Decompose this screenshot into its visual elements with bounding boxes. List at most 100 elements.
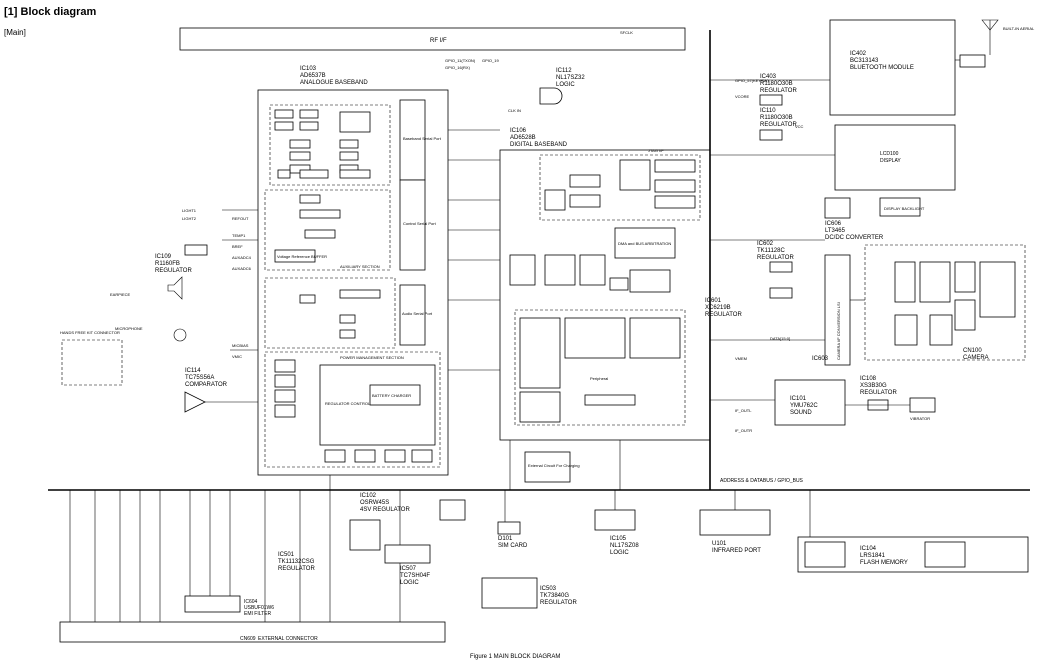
- ic108-desc: REGULATOR: [860, 390, 897, 396]
- ic104-desc: FLASH MEMORY: [860, 560, 908, 566]
- svg-text:GPIO_16(RX): GPIO_16(RX): [445, 65, 471, 70]
- vibrator-desc: VIBRATOR: [910, 416, 930, 421]
- svg-text:VMEM: VMEM: [735, 356, 747, 361]
- ic114-part: TC75S56A: [185, 375, 214, 381]
- audio-section: [264, 277, 396, 349]
- ic604-desc: EMI FILTER: [244, 611, 272, 617]
- ic606-desc: DC/DC CONVERTER: [825, 235, 884, 241]
- keypad-block: [349, 519, 381, 551]
- svg-text:GPIO_19: GPIO_19: [482, 58, 499, 63]
- ic108-part: XS3B30G: [860, 383, 887, 389]
- right-signal-labels: GPIO_57(KEYSW) VCORE VCC DATA[15:0] VMEM…: [735, 78, 804, 433]
- ic112-desc: LOGIC: [556, 82, 575, 88]
- svg-text:GPIO_11(TXON): GPIO_11(TXON): [445, 58, 476, 63]
- ic403-part: R1180O30B: [760, 81, 793, 87]
- ic604-part: USBUF01W6: [244, 605, 274, 611]
- aux-section-label: AUXILIARY SECTION: [340, 264, 380, 269]
- ic501-desc: REGULATOR: [278, 566, 315, 572]
- voltage-ref-label: Voltage Reference BUFFER: [277, 254, 327, 259]
- ic403-ref: IC403: [760, 74, 777, 80]
- ic602-part: TK11128C: [757, 248, 785, 254]
- backlight-label: DISPLAY BACKLIGHT: [884, 206, 925, 211]
- ic503-desc: REGULATOR: [540, 600, 577, 606]
- lcd-block: [834, 124, 956, 191]
- ic106-ref: IC106: [510, 128, 527, 134]
- ic112-part: NL17SZ32: [556, 75, 585, 81]
- ic104-ref: IC104: [860, 546, 877, 552]
- ic503-part: TK73840G: [540, 593, 569, 599]
- svg-text:GPIO_57(KEYSW): GPIO_57(KEYSW): [735, 78, 769, 83]
- voltage-ref-box: [274, 249, 316, 263]
- ic603-block: [824, 254, 851, 366]
- ic105-part: NL17SZ08: [610, 543, 639, 549]
- ic110-desc: REGULATOR: [760, 122, 797, 128]
- microphone-icon: [173, 328, 187, 342]
- ic114-desc: COMPARATOR: [185, 382, 228, 388]
- bb-section: [269, 104, 391, 186]
- cn609-desc: EXTERNAL CONNECTOR: [258, 636, 318, 642]
- ic101-block: [774, 379, 846, 426]
- ic507-ref: IC507: [400, 566, 417, 572]
- svg-text:LIGHT2: LIGHT2: [182, 216, 197, 221]
- svg-text:LIGHT1: LIGHT1: [182, 208, 197, 213]
- ic106-desc: DIGITAL BASEBAND: [510, 142, 568, 148]
- ic603-ref: IC603: [812, 356, 829, 362]
- svg-text:SFCLK: SFCLK: [620, 30, 633, 35]
- section-title: [1] Block diagram: [4, 6, 97, 18]
- wires: [205, 59, 960, 537]
- control-serial-label: Control Serial Port: [403, 221, 437, 226]
- ic402-desc: BLUETOOTH MODULE: [850, 65, 914, 71]
- comparator-icon: [184, 391, 206, 413]
- left-signal-labels: LIGHT1 LIGHT2 REFOUT TEMP1 BREF AUXADC4 …: [182, 208, 252, 359]
- jk101-block: [61, 339, 123, 386]
- svg-text:JTAG I/F: JTAG I/F: [648, 148, 664, 153]
- ic101-ref: IC101: [790, 396, 807, 402]
- aux-section: [264, 189, 391, 271]
- power-mgmt-section: [264, 351, 441, 468]
- ic103-ref: IC103: [300, 66, 317, 72]
- ic114-ref: IC114: [185, 368, 201, 374]
- svg-text:MICBIAS: MICBIAS: [232, 343, 249, 348]
- peripheral-label: Peripheral: [590, 376, 608, 381]
- d101-desc: SIM CARD: [498, 543, 528, 549]
- sp100-desc: EARPIECE: [110, 292, 131, 297]
- backlight-block: [879, 197, 921, 217]
- control-serial-port: [399, 179, 426, 271]
- ic402-block: [829, 19, 956, 116]
- peripheral-section: [514, 309, 686, 426]
- ic112-ref: IC112: [556, 68, 572, 74]
- ic503-ref: IC503: [540, 586, 557, 592]
- rf-if-bus-box: [179, 27, 686, 51]
- ic402-part: BC313143: [850, 58, 879, 64]
- subsection-label: [Main]: [4, 28, 26, 37]
- ic105-ref: IC105: [610, 536, 627, 542]
- svg-text:DATA[15:0]: DATA[15:0]: [770, 336, 790, 341]
- regulator-control-label: REGULATOR CONTROL: [325, 401, 371, 406]
- ic601-part: XC6219B: [705, 305, 731, 311]
- camera-section: [864, 244, 1026, 361]
- ic102-ref: IC102: [360, 493, 377, 499]
- ic604-ref: IC604: [244, 599, 258, 605]
- ic507-part: TC7SH04F: [400, 573, 430, 579]
- ic503-block: [481, 577, 538, 609]
- svg-text:IF_OUTL: IF_OUTL: [735, 408, 752, 413]
- cn100-desc: CAMERA: [963, 355, 989, 361]
- ic602-desc: REGULATOR: [757, 255, 794, 261]
- ic109-ref: IC109: [155, 254, 172, 260]
- charging-circuit-block: [524, 451, 571, 483]
- ic604-block: [184, 595, 241, 613]
- ic105-desc: LOGIC: [610, 550, 629, 556]
- svg-text:AUXADC4: AUXADC4: [232, 255, 252, 260]
- svg-text:VCC: VCC: [795, 124, 804, 129]
- d101-ref: D101: [498, 536, 513, 542]
- ic101-part: YMU762C: [790, 403, 818, 409]
- top-signal-labels: SFCLK GPIO_11(TXON) GPIO_16(RX) CLK IN G…: [445, 30, 664, 153]
- ic108-ref: IC108: [860, 376, 877, 382]
- svg-text:AUXADC6: AUXADC6: [232, 266, 252, 271]
- ic606-part: LT3465: [825, 228, 846, 234]
- ic109-desc: REGULATOR: [155, 268, 192, 274]
- svg-text:BREF: BREF: [232, 244, 243, 249]
- ic403-desc: REGULATOR: [760, 88, 797, 94]
- ic112-gate: [539, 87, 563, 105]
